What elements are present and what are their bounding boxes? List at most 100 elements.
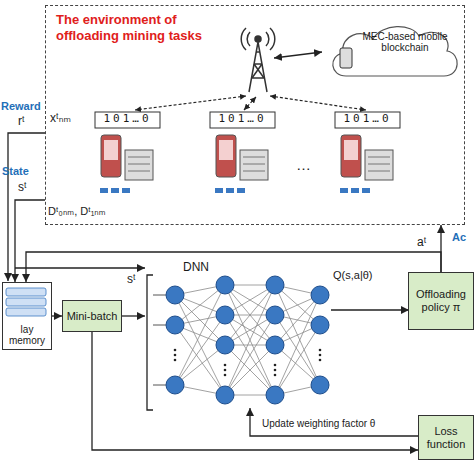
miner-device-part [365,150,393,180]
signal-name: State [2,165,29,178]
neuron [166,286,184,304]
ellipsis-dot [174,349,177,352]
memory-entries [6,288,46,316]
tower-cloud-link [274,52,322,58]
neuron [311,316,329,334]
input-link [153,385,166,386]
node-label: MEC-based mobile blockchain [360,31,450,53]
variable-label: xᵗₙₘ [50,112,71,126]
variable-label: sᵗ [127,273,136,287]
batch-input-arrow [122,315,145,316]
neuron [216,386,234,404]
memory-entries-part [6,288,46,296]
network-name: DNN [183,261,209,275]
network-link [225,345,275,395]
node-label: lay memory [5,324,49,346]
wireless-links [135,96,366,110]
state-input-line [15,267,145,268]
connector-arrow [26,252,441,282]
neuron [166,376,184,394]
ellipsis-dot [224,369,227,372]
miner-device-part [368,157,390,171]
neuron [266,386,284,404]
ellipsis-dot [274,364,277,367]
miner-device-part [240,150,268,180]
memory-box: lay memory [2,282,52,350]
antenna-tower [241,28,275,92]
connector-arrow [15,200,45,282]
miner-device-part [340,188,348,193]
function-label: Q(s,a|θ) [333,269,373,282]
network-link [225,315,275,395]
miner-device-part [101,135,121,177]
network-link [225,345,275,395]
phone-icon [340,48,352,68]
ellipsis-dot [174,359,177,362]
ellipsis-dot [224,374,227,377]
memory-entries-part [6,308,46,316]
node-label: Offloading policy π [411,288,471,313]
neuron [216,306,234,324]
neuron [266,276,284,294]
ellipsis-dot [174,354,177,357]
ellipsis-dot [224,364,227,367]
miner-device-part [111,188,119,193]
wireless-links-part [244,97,256,110]
miner-device-part [95,112,160,128]
antenna-tower-part [255,36,261,42]
ellipsis-dot [319,349,322,352]
input-link [153,325,166,326]
miner-device-part [125,150,153,180]
miner-device-part [344,140,358,160]
miner-device-part [341,135,361,177]
ellipsis-dot [274,369,277,372]
miner-device [210,112,275,193]
region-title: The environment of offloading mining tas… [56,12,241,43]
miner-device-part [362,188,370,193]
miner-device-part [219,140,233,160]
miner-device-part [226,188,234,193]
miner-device-part [351,188,359,193]
bit-string: 101…0 [210,113,275,126]
update-arrow [250,408,420,436]
variable-label: sᵗ [18,181,27,195]
memory-entries-part [6,298,46,306]
ellipsis-dot [274,374,277,377]
cloud-node: MEC-based mobile blockchain [326,20,461,82]
bit-string: 101…0 [335,113,400,126]
network-link [225,315,275,395]
miner-device-part [210,112,275,128]
input-link [153,295,166,296]
neuron [311,376,329,394]
variable-label: rᵗ [18,115,25,129]
neuron [216,336,234,354]
wireless-links-part [135,96,246,110]
miner-device-part [243,157,265,171]
node-label: Mini-batch [67,310,118,323]
neuron [166,316,184,334]
ellipsis-dot [319,354,322,357]
connector-arrow [52,315,62,316]
connector-arrow [92,332,418,450]
miner-device-part [215,188,223,193]
miner-device-part [216,135,236,177]
policy-box: Offloading policy π [408,272,474,330]
miner-device-part [122,188,130,193]
miner-device-part [237,188,245,193]
node-label: Loss function [421,425,471,450]
network-link [175,345,225,385]
process-box: Loss function [418,415,474,460]
miner-device-part [100,188,108,193]
variable-label: aᵗ [417,236,426,250]
annotation: Update weighting factor θ [262,418,375,430]
cloud-outline [333,27,457,76]
ellipsis-dot [319,359,322,362]
input-bracket [147,275,153,410]
miner-device [335,112,400,193]
signal-name: Reward [1,100,41,113]
variable-label: Dᵗ₀ₙₘ, Dᵗ₁ₙₘ [48,205,106,218]
antenna-tower-part [241,28,275,50]
miner-device-part [104,140,118,160]
bit-string: 101…0 [95,113,160,126]
